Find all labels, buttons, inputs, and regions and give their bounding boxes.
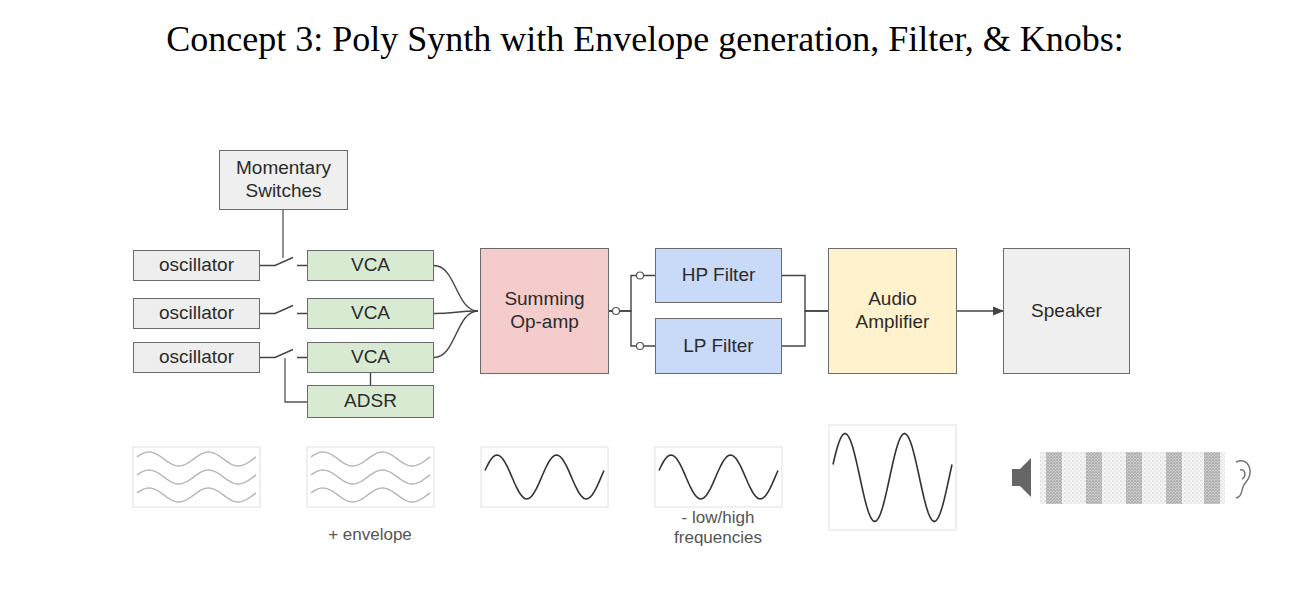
sine-wave	[833, 434, 952, 522]
adsr-box: ADSR	[307, 385, 434, 418]
terminal-circle	[637, 343, 644, 350]
signal-wire	[609, 276, 655, 312]
waveform-panel	[133, 447, 260, 507]
sine-wave	[137, 470, 256, 484]
adsr-trigger-line	[285, 358, 307, 402]
sine-wave	[311, 452, 430, 466]
terminal-circle	[637, 272, 644, 279]
oscillator-box: oscillator	[133, 250, 260, 281]
node-label: LP Filter	[683, 335, 753, 358]
node-label: oscillator	[159, 254, 234, 277]
signal-wire	[260, 258, 307, 266]
waveform-panel	[655, 447, 782, 507]
sine-wave	[311, 488, 430, 502]
sine-wave	[659, 455, 778, 499]
sine-wave	[137, 488, 256, 502]
node-label: VCA	[351, 254, 390, 277]
annotation-label: - low/high frequencies	[650, 508, 786, 549]
sound-band	[1046, 452, 1062, 504]
signal-wire	[434, 311, 478, 358]
amplifier-box: Audio Amplifier	[828, 248, 957, 374]
node-label: Speaker	[1031, 300, 1102, 323]
sound-band	[1166, 452, 1182, 504]
node-label: oscillator	[159, 346, 234, 369]
switch-box: Momentary Switches	[219, 150, 348, 210]
node-label: Audio Amplifier	[834, 288, 951, 334]
vca-box: VCA	[307, 250, 434, 281]
vca-box: VCA	[307, 342, 434, 373]
waveform-panel	[481, 447, 608, 507]
sine-wave	[137, 452, 256, 466]
waveform-illustrations	[133, 425, 956, 530]
speaker-icon-cone	[1020, 458, 1031, 497]
sine-wave	[311, 470, 430, 484]
signal-wire	[609, 311, 655, 346]
sine-wave	[485, 455, 604, 499]
switch-actuator-line	[282, 210, 283, 258]
filter-box: HP Filter	[655, 248, 782, 303]
diagram-title: Concept 3: Poly Synth with Envelope gene…	[10, 18, 1280, 60]
sound-band	[1126, 452, 1142, 504]
ear-icon	[1236, 461, 1250, 498]
sound-band	[1204, 452, 1220, 504]
signal-wire	[260, 306, 307, 314]
signal-wire	[957, 310, 1003, 311]
waveform-panel	[307, 447, 434, 507]
node-label: Momentary Switches	[225, 157, 342, 203]
speaker-box: Speaker	[1003, 248, 1130, 374]
node-label: VCA	[351, 346, 390, 369]
sound-band	[1086, 452, 1102, 504]
node-label: ADSR	[344, 390, 397, 413]
waveform-panel	[829, 425, 956, 530]
vca-box: VCA	[307, 298, 434, 329]
sound-icon	[1012, 452, 1250, 504]
terminal-circle	[613, 308, 620, 315]
signal-wire	[370, 373, 371, 385]
node-label: VCA	[351, 302, 390, 325]
filter-box: LP Filter	[655, 318, 782, 374]
speaker-icon	[1012, 469, 1020, 486]
signal-wire	[782, 311, 828, 346]
signal-wire	[260, 350, 307, 358]
summing-box: Summing Op-amp	[480, 248, 609, 374]
sound-waves	[1040, 452, 1225, 504]
signal-wire	[434, 266, 478, 312]
oscillator-box: oscillator	[133, 342, 260, 373]
node-label: Summing Op-amp	[486, 288, 603, 334]
annotation-label: + envelope	[300, 525, 440, 545]
signal-wire	[782, 276, 828, 312]
node-label: oscillator	[159, 302, 234, 325]
oscillator-box: oscillator	[133, 298, 260, 329]
node-label: HP Filter	[682, 264, 756, 287]
